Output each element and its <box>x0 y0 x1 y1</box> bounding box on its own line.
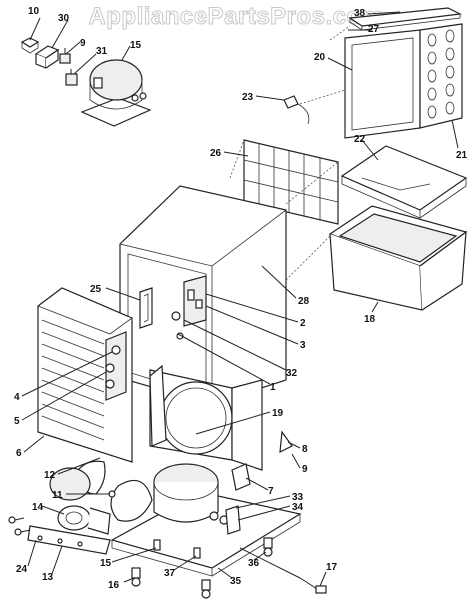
callout-24: 24 <box>16 564 28 575</box>
callout-15-top: 15 <box>130 40 142 51</box>
thermostat-part <box>283 95 310 125</box>
callout-3: 3 <box>300 340 306 351</box>
callout-6: 6 <box>16 448 22 459</box>
evaporator-clip-part <box>279 430 293 454</box>
compressor-part <box>153 463 229 525</box>
callout-31: 31 <box>96 46 108 57</box>
callout-2: 2 <box>300 318 306 329</box>
watermark-text: AppliancePartsPros.com <box>88 3 383 30</box>
callout-30: 30 <box>58 13 70 24</box>
compressor-top-part <box>80 59 152 127</box>
ice-bin-part <box>328 205 468 311</box>
callout-32: 32 <box>286 368 298 379</box>
screws-part <box>8 516 31 536</box>
callout-22: 22 <box>354 134 366 145</box>
callout-8: 8 <box>302 444 308 455</box>
callout-20: 20 <box>314 52 326 63</box>
front-grille-part <box>37 287 133 463</box>
callout-26: 26 <box>210 148 222 159</box>
fan-shroud-part <box>149 364 233 461</box>
callout-labels: 10 30 9 31 15 38 27 20 23 26 22 21 28 25… <box>14 6 468 591</box>
relay-cover-part <box>20 37 40 54</box>
callout-18: 18 <box>364 314 376 325</box>
callout-11: 11 <box>52 490 63 501</box>
callout-19: 19 <box>272 408 284 419</box>
callout-7: 7 <box>268 486 274 497</box>
power-cord-part <box>239 547 327 594</box>
callout-38: 38 <box>354 8 366 19</box>
callout-13: 13 <box>42 572 54 583</box>
callout-37: 37 <box>164 568 176 579</box>
motor-bracket-part <box>27 525 111 555</box>
callout-12: 12 <box>44 470 56 481</box>
evaporator-grid-part <box>243 139 339 225</box>
condenser-fan-disk-part <box>49 467 91 501</box>
callout-16: 16 <box>108 580 120 591</box>
callout-28: 28 <box>298 296 310 307</box>
callout-14: 14 <box>32 502 44 513</box>
terminal-cover-part <box>34 45 60 69</box>
relay-part <box>65 69 78 86</box>
callout-15: 15 <box>100 558 112 569</box>
leveling-feet-part <box>153 539 201 559</box>
drier-part <box>225 505 241 535</box>
start-relay-box-part <box>231 463 251 491</box>
callout-17: 17 <box>326 562 338 573</box>
callout-4: 4 <box>14 392 20 403</box>
callout-33: 33 <box>292 492 304 503</box>
callout-35: 35 <box>230 576 242 587</box>
callout-10: 10 <box>28 6 40 17</box>
callout-9-top: 9 <box>80 38 86 49</box>
callout-21: 21 <box>456 150 468 161</box>
callout-5: 5 <box>14 416 20 427</box>
overload-part <box>59 48 71 64</box>
callout-27: 27 <box>368 24 380 35</box>
condenser-frame-part <box>344 29 421 139</box>
callout-9: 9 <box>302 464 308 475</box>
caster-wheels-part <box>131 537 273 599</box>
control-bracket-part <box>171 275 207 340</box>
leader-lines <box>21 11 459 587</box>
condenser-coil-part <box>419 23 463 129</box>
callout-23: 23 <box>242 92 254 103</box>
callout-36: 36 <box>248 558 260 569</box>
fan-motor-part <box>57 505 111 535</box>
callout-25: 25 <box>90 284 102 295</box>
fan-bracket-part <box>139 287 153 329</box>
callout-1: 1 <box>270 382 276 393</box>
drain-pan-part <box>340 145 468 219</box>
callout-34: 34 <box>292 502 304 513</box>
top-panel-part <box>348 7 463 31</box>
rear-panel-part <box>231 379 263 471</box>
